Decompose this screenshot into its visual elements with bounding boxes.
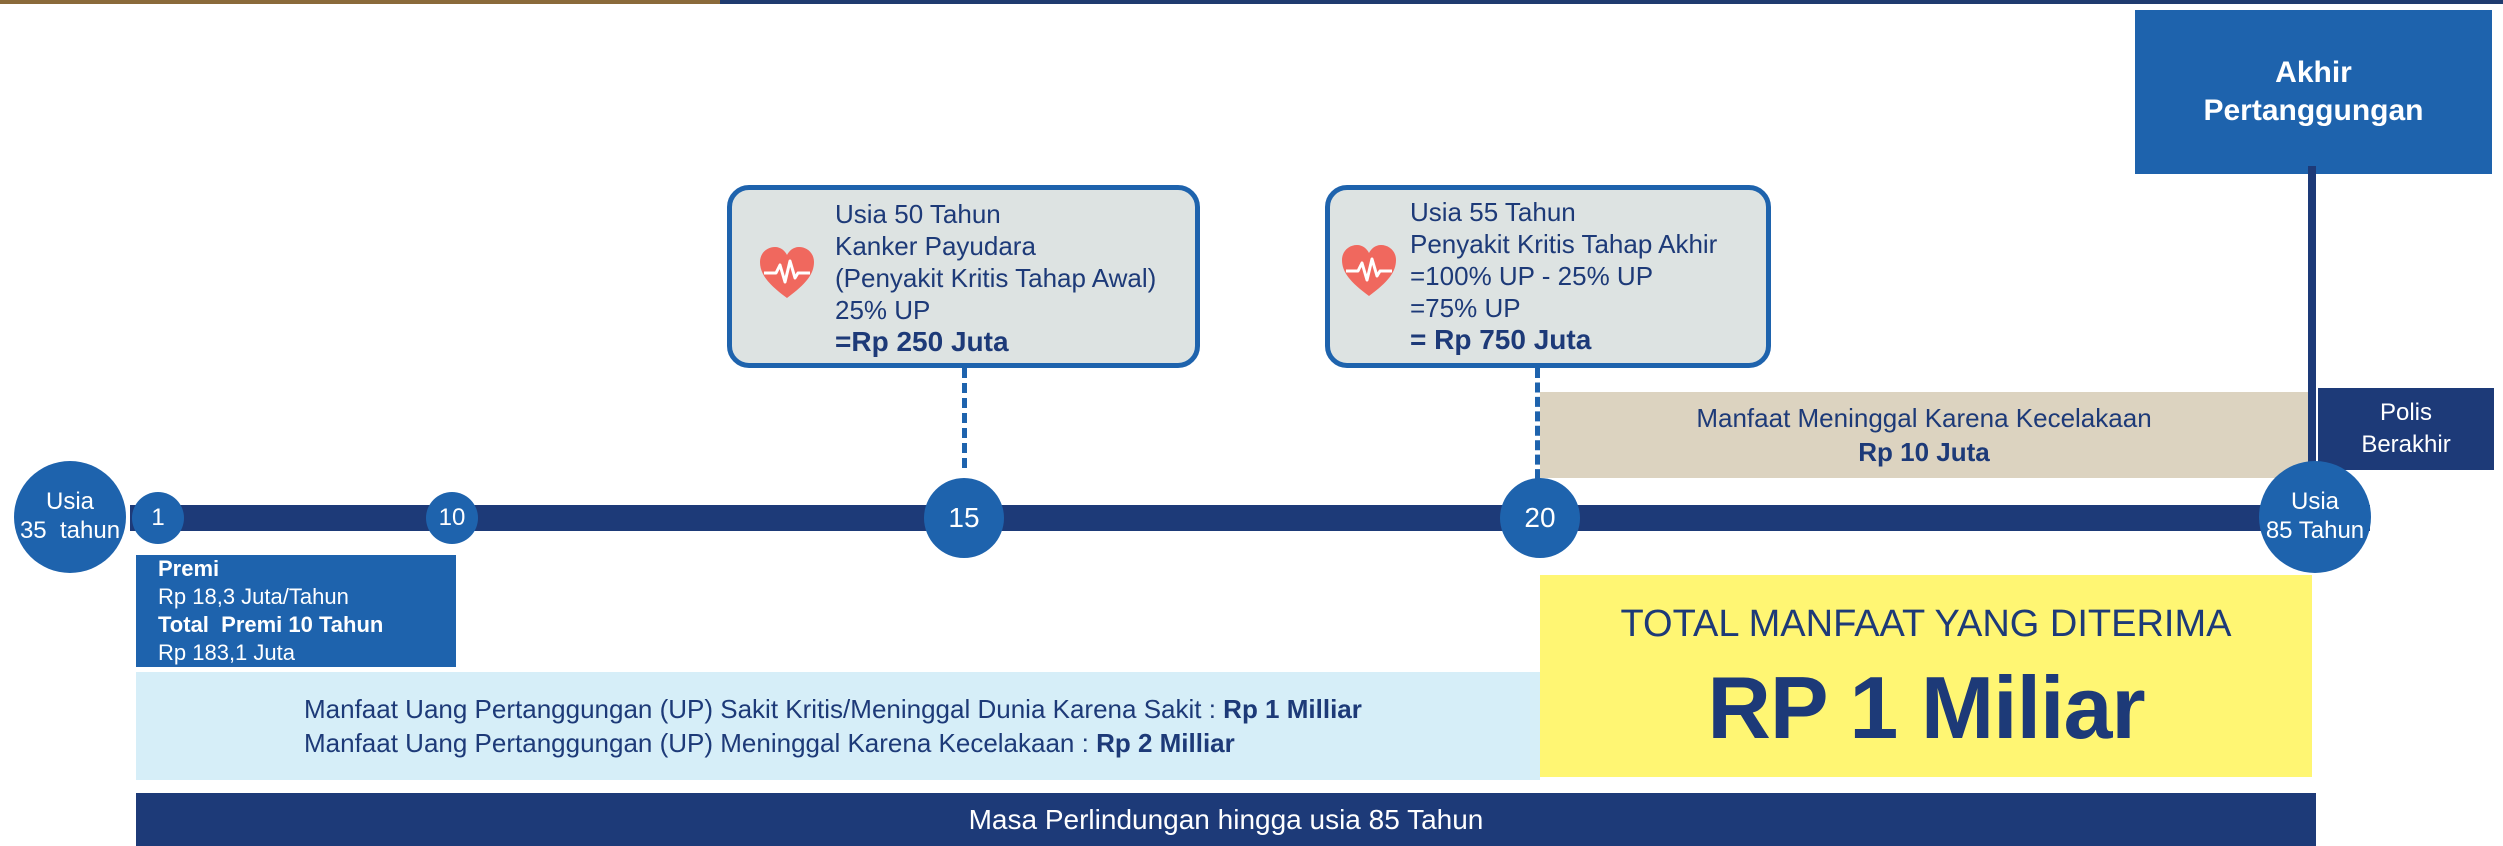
benefit-text: Manfaat Uang Pertanggungan (UP) Sakit Kr…	[304, 694, 1224, 724]
callout-55-line4: =75% UP	[1410, 293, 1521, 323]
accident-benefit-band: Manfaat Meninggal Karena Kecelakaan Rp 1…	[1540, 392, 2308, 478]
start-age-circle: Usia 35 tahun	[14, 461, 126, 573]
total-benefit-label: TOTAL MANFAAT YANG DITERIMA	[1620, 603, 2232, 645]
accident-benefit-amount: Rp 10 Juta	[1858, 437, 1990, 467]
akhir-pertanggungan-box: Akhir Pertanggungan	[2135, 10, 2492, 174]
premi-total-title: Total Premi 10 Tahun	[158, 612, 384, 637]
marker-20-label: 20	[1524, 502, 1556, 533]
akhir-line2: Pertanggungan	[2203, 94, 2424, 127]
total-benefit-box: TOTAL MANFAAT YANG DITERIMA RP 1 Miliar	[1540, 575, 2312, 777]
akhir-line1: Akhir	[2275, 56, 2352, 89]
callout-50-line3: (Penyakit Kritis Tahap Awal)	[835, 263, 1157, 293]
end-age-circle: Usia 85 Tahun	[2259, 461, 2371, 573]
callout-50-line4: 25% UP	[835, 295, 931, 325]
callout-50-line2: Kanker Payudara	[835, 231, 1036, 261]
top-border	[0, 0, 2503, 4]
callout-55-line3: =100% UP - 25% UP	[1410, 261, 1654, 291]
callout-55-connector	[1535, 368, 1540, 508]
marker-10-label: 10	[438, 504, 466, 531]
end-age-label: Usia	[2290, 488, 2339, 516]
callout-usia-55: Usia 55 Tahun Penyakit Kritis Tahap Akhi…	[1325, 185, 1771, 368]
timeline-marker-15: 15	[924, 478, 1004, 558]
top-border-accent	[0, 0, 720, 4]
heart-pulse-icon	[760, 247, 814, 298]
benefit-row: Manfaat Uang Pertanggungan (UP) Meningga…	[304, 726, 1540, 760]
masa-perlindungan-bar: Masa Perlindungan hingga usia 85 Tahun	[136, 793, 2316, 846]
benefit-text: Manfaat Uang Pertanggungan (UP) Meningga…	[304, 728, 1097, 758]
up-benefits-box: Manfaat Uang Pertanggungan (UP) Sakit Kr…	[136, 672, 1540, 780]
polis-berakhir-box: Polis Berakhir	[2318, 388, 2494, 470]
timeline-marker-10: 10	[426, 492, 478, 544]
polis-line1: Polis	[2379, 399, 2433, 426]
premi-total: Rp 183,1 Juta	[158, 640, 295, 665]
callout-55-amount: = Rp 750 Juta	[1410, 324, 1592, 355]
callout-usia-50: Usia 50 Tahun Kanker Payudara (Penyakit …	[727, 185, 1200, 368]
callout-50-connector	[962, 368, 967, 468]
polis-line2: Berakhir	[2361, 431, 2451, 458]
premi-title: Premi	[158, 556, 220, 581]
total-benefit-amount: RP 1 Miliar	[1707, 658, 2145, 757]
timeline-marker-1: 1	[132, 492, 184, 544]
end-age-value: 85 Tahun	[2265, 517, 2365, 544]
benefit-amount: Rp 1 Milliar	[1223, 694, 1362, 724]
start-age-label: Usia	[45, 488, 94, 516]
timeline-marker-20: 20	[1500, 478, 1580, 558]
benefit-amount: Rp 2 Milliar	[1096, 728, 1235, 758]
callout-55-line1: Usia 55 Tahun	[1410, 197, 1576, 227]
start-age-value: 35 tahun	[19, 517, 121, 544]
callout-50-line1: Usia 50 Tahun	[835, 199, 1001, 229]
heart-pulse-icon	[1342, 245, 1396, 296]
callout-50-amount: =Rp 250 Juta	[835, 326, 1009, 357]
accident-benefit-label: Manfaat Meninggal Karena Kecelakaan	[1696, 403, 2152, 433]
akhir-connector-line	[2308, 166, 2316, 511]
callout-55-line2: Penyakit Kritis Tahap Akhir	[1410, 229, 1718, 259]
timeline-bar	[130, 505, 2370, 531]
marker-15-label: 15	[948, 502, 980, 533]
benefit-row: Manfaat Uang Pertanggungan (UP) Sakit Kr…	[304, 692, 1540, 726]
marker-1-label: 1	[151, 504, 165, 531]
premi-annual: Rp 18,3 Juta/Tahun	[158, 584, 349, 609]
premi-box: Premi Rp 18,3 Juta/Tahun Total Premi 10 …	[136, 555, 456, 667]
